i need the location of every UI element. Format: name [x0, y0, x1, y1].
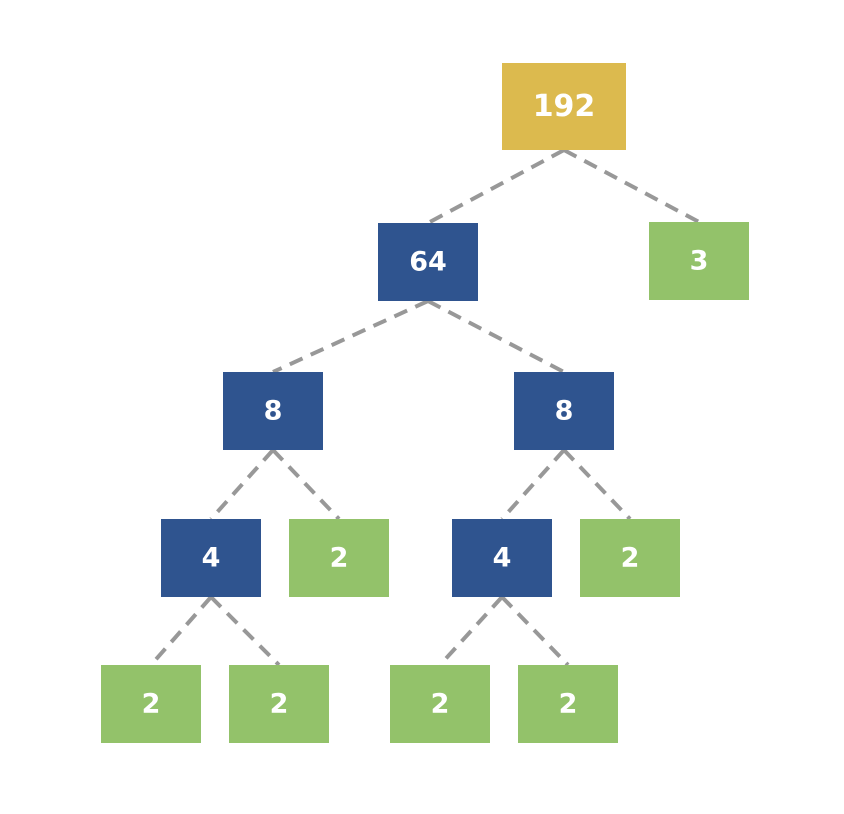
- node-box-prime: [580, 519, 680, 597]
- node-n2d: 2: [229, 665, 329, 743]
- node-label: 2: [330, 543, 349, 574]
- node-label: 192: [533, 89, 596, 124]
- edge-n4b-n2e: [438, 595, 504, 667]
- node-n8b: 8: [514, 372, 614, 450]
- node-n2c: 2: [101, 665, 201, 743]
- edge-n64-n8a: [272, 299, 429, 374]
- node-n2b: 2: [580, 519, 680, 597]
- node-box-prime: [390, 665, 490, 743]
- node-box-prime: [649, 222, 749, 300]
- node-box-composite: [514, 372, 614, 450]
- edge-n4b-n2f: [500, 595, 570, 667]
- node-label: 64: [409, 247, 447, 278]
- nodes-layer: 192 64 3 8 8 4 2 4 2 2 2 2 2: [101, 63, 749, 743]
- node-n4b: 4: [452, 519, 552, 597]
- node-n8a: 8: [223, 372, 323, 450]
- node-label: 2: [621, 543, 640, 574]
- edge-n4a-n2d: [209, 595, 281, 667]
- node-n4a: 4: [161, 519, 261, 597]
- node-label: 2: [142, 689, 161, 720]
- node-n2f: 2: [518, 665, 618, 743]
- node-box-prime: [101, 665, 201, 743]
- node-label: 2: [431, 689, 450, 720]
- edge-n8b-n4b: [500, 448, 566, 521]
- node-label: 2: [559, 689, 578, 720]
- node-label: 4: [202, 543, 221, 574]
- edges-layer: [149, 148, 700, 667]
- node-n192: 192: [502, 63, 626, 150]
- edge-n8a-n4a: [209, 448, 275, 521]
- node-n3: 3: [649, 222, 749, 300]
- node-box-composite: [378, 223, 478, 301]
- edge-n192-n64: [427, 148, 565, 225]
- edge-n8a-n2a: [271, 448, 341, 521]
- node-label: 4: [493, 543, 512, 574]
- node-label: 2: [270, 689, 289, 720]
- node-box-prime: [229, 665, 329, 743]
- node-box-prime: [518, 665, 618, 743]
- node-label: 3: [690, 246, 709, 277]
- edge-n8b-n2b: [562, 448, 632, 521]
- node-box-prime: [289, 519, 389, 597]
- edge-n4a-n2c: [149, 595, 213, 667]
- edge-n192-n3: [563, 148, 700, 224]
- node-box-composite: [452, 519, 552, 597]
- node-n2a: 2: [289, 519, 389, 597]
- node-label: 8: [264, 396, 283, 427]
- node-n2e: 2: [390, 665, 490, 743]
- edge-n64-n8b: [427, 299, 565, 374]
- node-label: 8: [555, 396, 574, 427]
- node-n64: 64: [378, 223, 478, 301]
- node-box-composite: [223, 372, 323, 450]
- node-box-root: [502, 63, 626, 150]
- node-box-composite: [161, 519, 261, 597]
